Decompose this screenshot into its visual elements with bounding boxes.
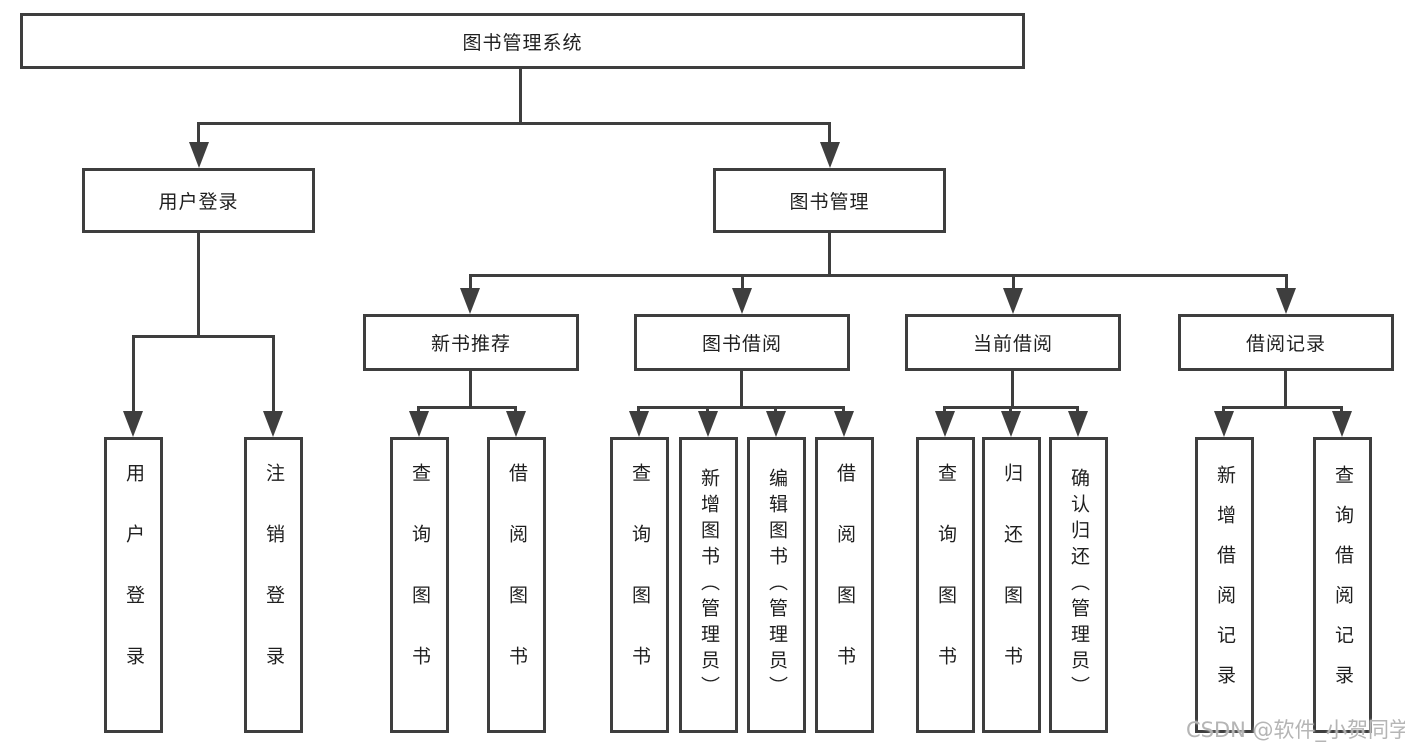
leaf-label: 查询借阅记录 <box>1332 465 1354 705</box>
leaf-query-books-1: 查询图书 <box>390 437 449 733</box>
edge-line <box>197 122 831 125</box>
arrow-down-icon <box>123 411 143 437</box>
edge-line <box>774 406 777 413</box>
leaf-user-login: 用户登录 <box>104 437 163 733</box>
leaf-label: 新增图书（管理员） <box>698 468 720 702</box>
arrow-down-icon <box>820 142 840 168</box>
node-current-borrow: 当前借阅 <box>905 314 1121 371</box>
arrow-down-icon <box>1332 411 1352 437</box>
leaf-label: 查询图书 <box>935 463 957 707</box>
watermark: CSDN @软件_小贺同学 <box>1186 718 1405 742</box>
leaf-query-borrow-record: 查询借阅记录 <box>1313 437 1372 733</box>
arrow-down-icon <box>834 411 854 437</box>
node-borrow-records: 借阅记录 <box>1178 314 1394 371</box>
edge-line <box>828 122 831 146</box>
edge-line <box>637 406 640 413</box>
arrow-down-icon <box>409 411 429 437</box>
arrow-down-icon <box>732 288 752 314</box>
edge-line <box>741 274 744 290</box>
edge-line <box>197 122 200 146</box>
leaf-edit-books-admin: 编辑图书（管理员） <box>747 437 806 733</box>
edge-line <box>469 274 472 290</box>
edge-line <box>1012 274 1015 290</box>
edge-line <box>1224 406 1343 409</box>
node-book-borrow: 图书借阅 <box>634 314 850 371</box>
arrow-down-icon <box>1003 288 1023 314</box>
edge-line <box>842 406 845 413</box>
arrow-down-icon <box>766 411 786 437</box>
edge-line <box>197 233 200 337</box>
leaf-borrow-books-1: 借阅图书 <box>487 437 546 733</box>
leaf-query-books-2: 查询图书 <box>610 437 669 733</box>
arrow-down-icon <box>1068 411 1088 437</box>
node-user-login: 用户登录 <box>82 168 315 233</box>
edge-line <box>417 406 420 413</box>
edge-line <box>419 406 517 409</box>
arrow-down-icon <box>698 411 718 437</box>
leaf-label: 归还图书 <box>1001 463 1023 707</box>
leaf-label: 用户登录 <box>123 463 145 707</box>
leaf-label: 借阅图书 <box>834 463 856 707</box>
node-root-system: 图书管理系统 <box>20 13 1025 69</box>
edge-line <box>469 371 472 408</box>
arrow-down-icon <box>935 411 955 437</box>
leaf-label: 确认归还（管理员） <box>1068 468 1090 702</box>
leaf-label: 编辑图书（管理员） <box>766 468 788 702</box>
edge-line <box>740 371 743 408</box>
edge-line <box>1076 406 1079 413</box>
edge-line <box>1009 406 1012 413</box>
arrow-down-icon <box>1276 288 1296 314</box>
edge-line <box>1285 274 1288 290</box>
arrow-down-icon <box>629 411 649 437</box>
arrow-down-icon <box>189 142 209 168</box>
leaf-confirm-return-admin: 确认归还（管理员） <box>1049 437 1108 733</box>
arrow-down-icon <box>1001 411 1021 437</box>
edge-line <box>943 406 946 413</box>
leaf-logout: 注销登录 <box>244 437 303 733</box>
edge-line <box>1222 406 1225 413</box>
arrow-down-icon <box>460 288 480 314</box>
edge-line <box>1284 371 1287 408</box>
edge-line <box>132 335 135 413</box>
leaf-label: 查询图书 <box>629 463 651 707</box>
leaf-label: 注销登录 <box>263 463 285 707</box>
leaf-label: 查询图书 <box>409 463 431 707</box>
edge-line <box>1011 371 1014 408</box>
leaf-add-books-admin: 新增图书（管理员） <box>679 437 738 733</box>
arrow-down-icon <box>506 411 526 437</box>
node-new-book-recommend: 新书推荐 <box>363 314 579 371</box>
leaf-label: 借阅图书 <box>506 463 528 707</box>
leaf-return-books: 归还图书 <box>982 437 1041 733</box>
leaf-label: 新增借阅记录 <box>1214 465 1236 705</box>
edge-line <box>133 335 274 338</box>
arrow-down-icon <box>263 411 283 437</box>
edge-line <box>514 406 517 413</box>
leaf-borrow-books-2: 借阅图书 <box>815 437 874 733</box>
edge-line <box>706 406 709 413</box>
edge-line <box>945 406 1079 409</box>
leaf-query-books-3: 查询图书 <box>916 437 975 733</box>
leaf-add-borrow-record: 新增借阅记录 <box>1195 437 1254 733</box>
edge-line <box>828 233 831 276</box>
edge-line <box>639 406 845 409</box>
edge-line <box>519 69 522 124</box>
edge-line <box>470 274 1287 277</box>
edge-line <box>1340 406 1343 413</box>
node-book-management: 图书管理 <box>713 168 946 233</box>
arrow-down-icon <box>1214 411 1234 437</box>
edge-line <box>272 335 275 413</box>
